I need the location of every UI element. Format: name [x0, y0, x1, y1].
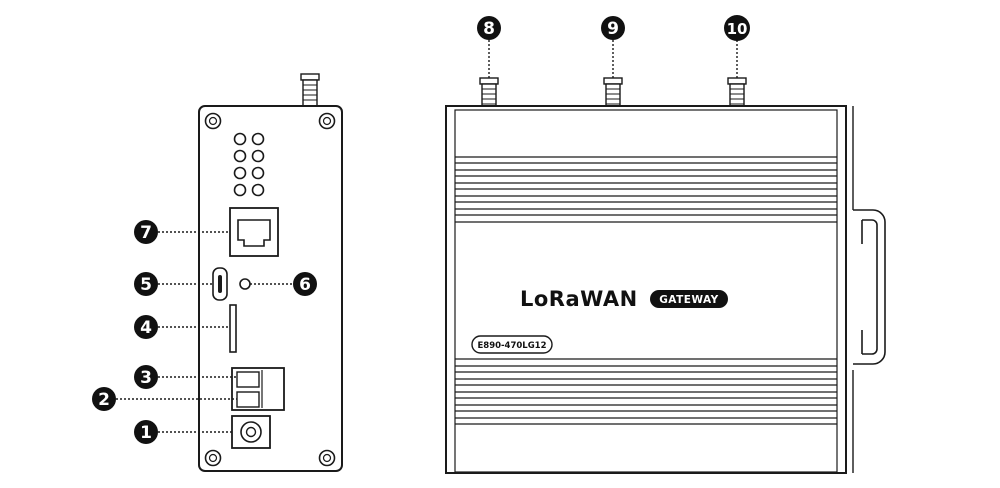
din-rail-clip-icon	[853, 209, 886, 365]
micro-usb-port-icon	[212, 267, 228, 301]
model-tag: E890-470LG12	[471, 335, 553, 354]
sma-antenna-connector-icon	[603, 77, 623, 109]
screw-icon	[204, 112, 222, 130]
front-panel-view: 7 5 6 4 3 2 1	[92, 73, 343, 472]
sma-antenna-connector-icon	[727, 77, 747, 109]
callout-6: 6	[293, 272, 317, 296]
gateway-badge-label: GATEWAY	[659, 294, 719, 306]
vent-lines-bottom	[455, 358, 837, 425]
callout-1-label: 1	[140, 423, 152, 443]
terminal-block-icon	[231, 367, 285, 411]
dc-jack-icon	[231, 415, 271, 449]
sma-antenna-connector-icon	[479, 77, 499, 109]
brand-label: LoRaWAN	[520, 287, 638, 311]
screw-icon	[318, 112, 336, 130]
callout-9: 9	[601, 16, 625, 40]
callout-7: 7	[134, 220, 158, 244]
callout-3: 3	[134, 365, 158, 389]
leader-lines	[116, 231, 292, 433]
leader-lines	[488, 40, 738, 78]
vent-lines-top	[455, 156, 837, 223]
screw-icon	[204, 449, 222, 467]
callout-7-label: 7	[140, 223, 152, 243]
callout-10: 10	[724, 15, 750, 41]
rj45-port-icon	[229, 207, 279, 257]
callout-4-label: 4	[140, 318, 152, 338]
callout-8-label: 8	[483, 19, 495, 39]
screw-icon	[318, 449, 336, 467]
callout-1: 1	[134, 420, 158, 444]
callout-5: 5	[134, 272, 158, 296]
top-view: 8 9 10	[445, 15, 886, 474]
housing-inner-frame	[454, 109, 838, 473]
sma-antenna-connector-icon	[300, 73, 320, 109]
callout-10-label: 10	[727, 20, 748, 38]
callout-5-label: 5	[140, 275, 152, 295]
callout-6-label: 6	[299, 275, 311, 295]
side-rail	[845, 106, 854, 473]
callout-2: 2	[92, 387, 116, 411]
model-label: E890-470LG12	[477, 341, 546, 351]
callout-8: 8	[477, 16, 501, 40]
gateway-badge: GATEWAY	[650, 290, 728, 308]
callout-4: 4	[134, 315, 158, 339]
led-indicator-icon	[239, 278, 251, 290]
callout-3-label: 3	[140, 368, 152, 388]
sim-slot-icon	[229, 304, 237, 353]
led-indicator-grid	[233, 132, 265, 197]
callout-2-label: 2	[98, 390, 110, 410]
gateway-housing	[445, 105, 847, 474]
callout-9-label: 9	[607, 19, 619, 39]
